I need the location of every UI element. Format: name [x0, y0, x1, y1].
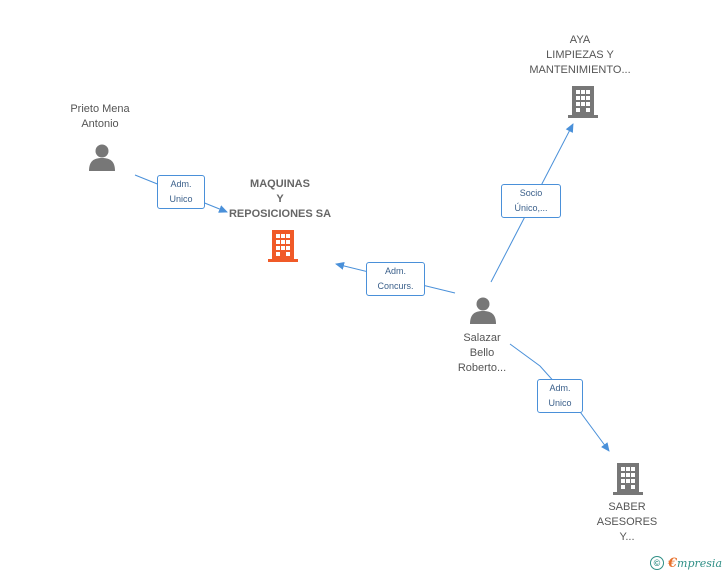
person-label-salazar[interactable]: Salazar Bello Roberto...: [457, 332, 507, 374]
edge-label-salazar-aya[interactable]: Socio Único,...: [501, 184, 561, 218]
edge-label-salazar-maquinas[interactable]: Adm. Concurs.: [366, 262, 425, 296]
building-icon[interactable]: [568, 84, 598, 123]
person-icon[interactable]: [469, 296, 497, 329]
person-label-prieto[interactable]: Prieto Mena Antonio: [70, 103, 130, 130]
copyright-icon: ©: [650, 556, 664, 570]
edge-label-prieto-maquinas[interactable]: Adm. Unico: [157, 175, 205, 209]
brand-logo: €mpresia: [668, 555, 723, 571]
building-icon[interactable]: [613, 461, 643, 500]
building-icon[interactable]: [268, 228, 298, 267]
footer-brand: © €mpresia: [650, 555, 722, 571]
edge-label-salazar-saber[interactable]: Adm. Unico: [537, 379, 583, 413]
company-label-saber[interactable]: SABER ASESORES Y...: [596, 501, 658, 543]
company-label-maquinas[interactable]: MAQUINAS Y REPOSICIONES SA: [228, 178, 332, 220]
company-label-aya[interactable]: AYA LIMPIEZAS Y MANTENIMIENTO...: [529, 34, 631, 76]
person-icon[interactable]: [88, 143, 116, 176]
